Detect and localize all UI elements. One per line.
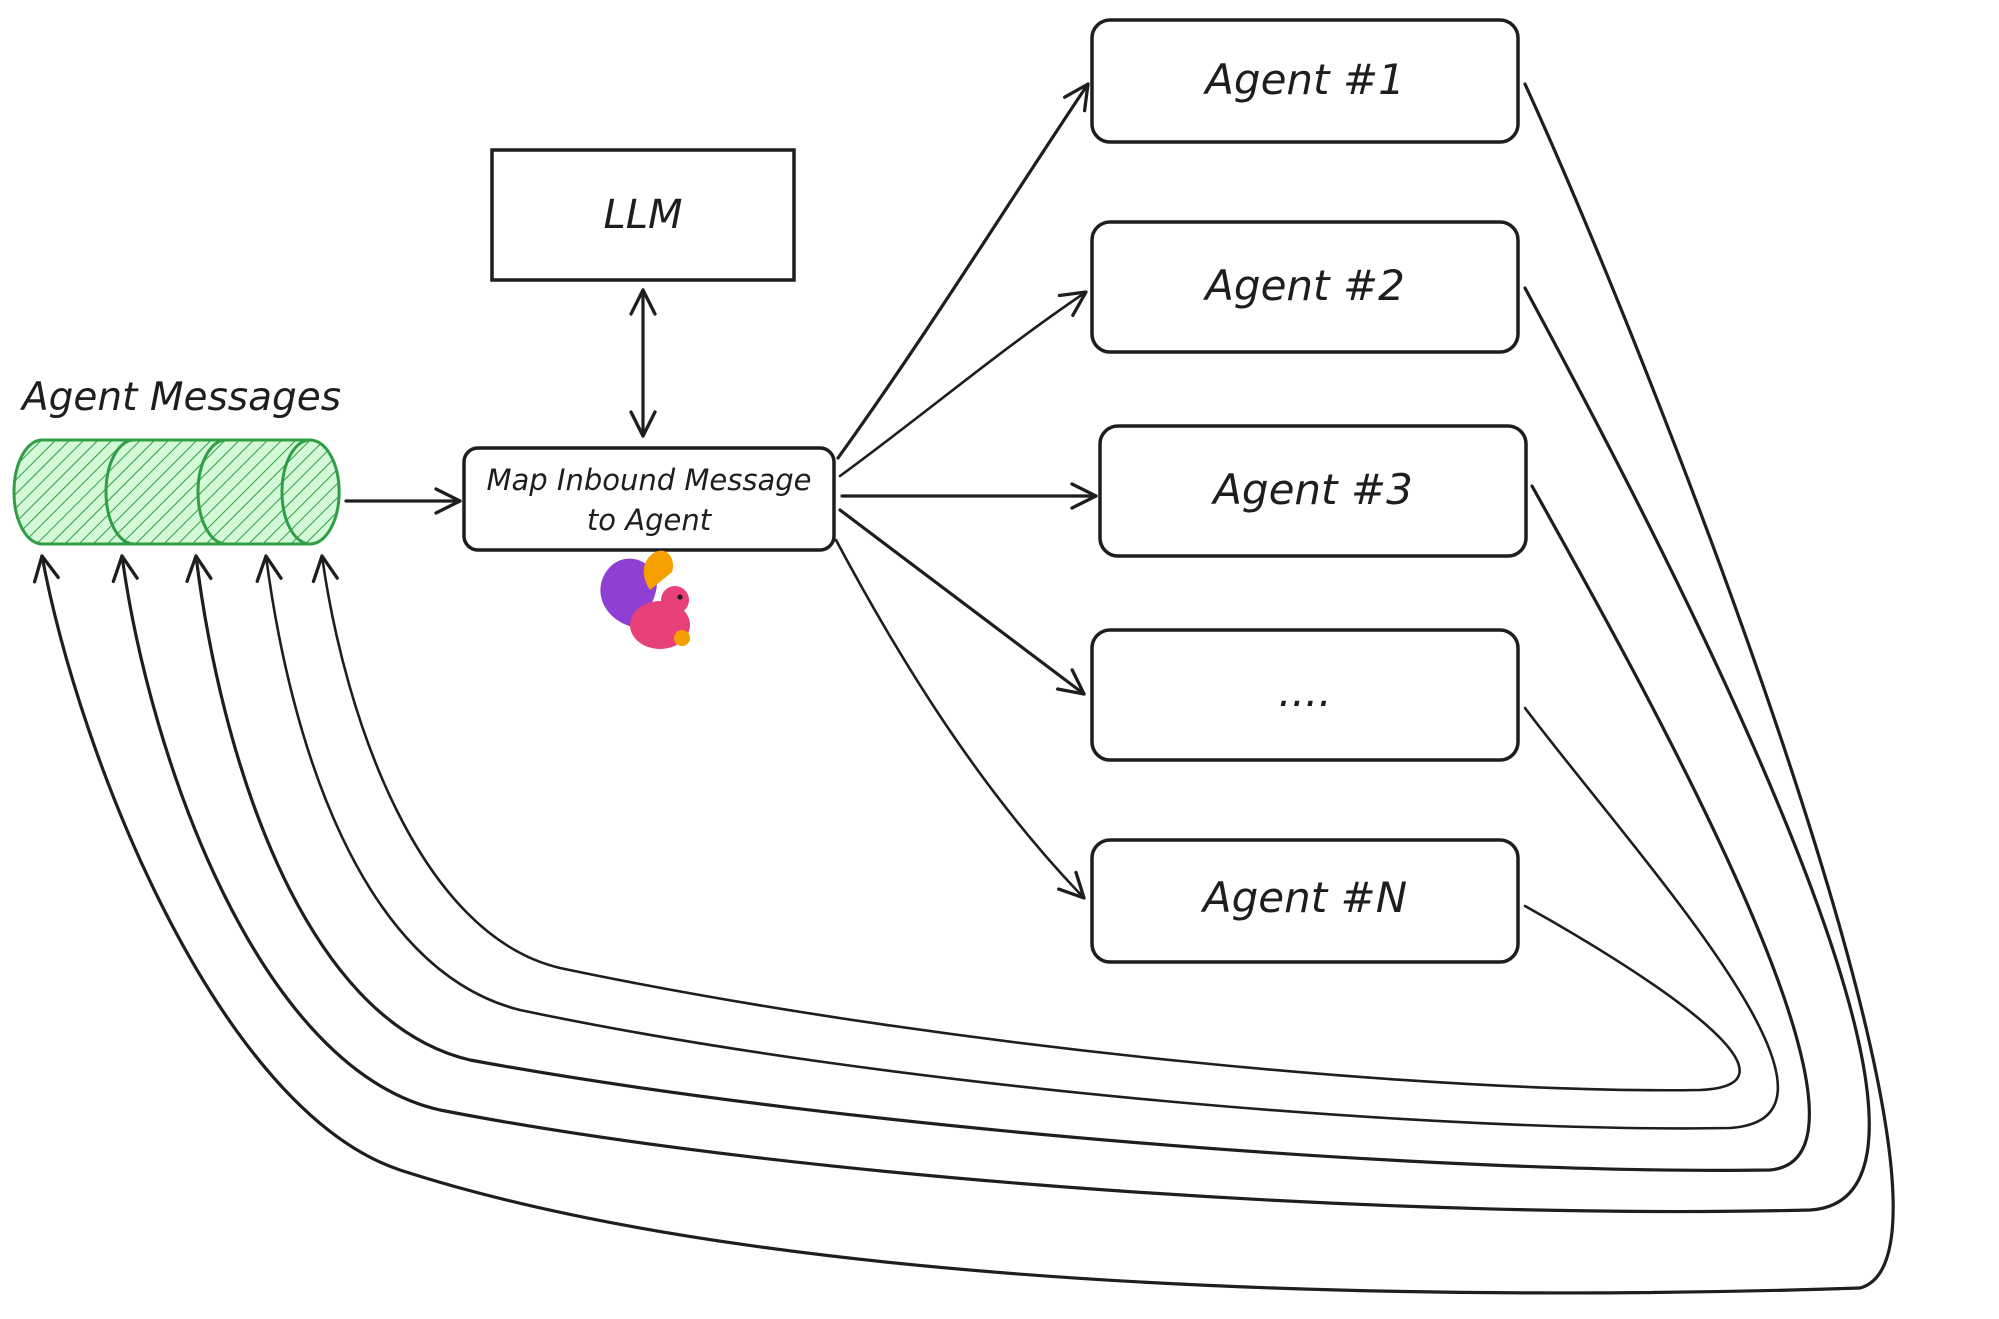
router-label-line1: Map Inbound Message — [487, 463, 812, 497]
edge-agent-3-return — [185, 484, 1811, 1172]
agent-node-ellipsis: .... — [1090, 628, 1520, 762]
agent-node-n: Agent #N — [1090, 838, 1520, 964]
edge-agent-2-return — [111, 286, 1871, 1214]
router-label-line2: to Agent — [587, 503, 713, 537]
agent-label-1: Agent #1 — [1202, 55, 1405, 104]
message-queue — [12, 438, 341, 546]
edge-router-to-agent-n — [834, 538, 1086, 900]
edge-ellipsis-return — [255, 554, 1780, 1130]
agent-node-2: Agent #2 — [1090, 220, 1520, 354]
agent-label-n: Agent #N — [1200, 873, 1407, 922]
squirrel-logo-icon — [600, 550, 690, 649]
edge-router-to-ellipsis — [838, 508, 1086, 696]
edge-agent-1-return — [32, 82, 1895, 1295]
agent-node-1: Agent #1 — [1090, 18, 1520, 144]
llm-node: LLM — [490, 148, 796, 282]
edge-router-to-agent-1 — [836, 82, 1090, 460]
agent-label-2: Agent #2 — [1202, 261, 1405, 310]
agent-label-ellipsis: .... — [1278, 667, 1331, 716]
agent-node-3: Agent #3 — [1098, 424, 1528, 558]
queue-title: Agent Messages — [19, 375, 341, 420]
router-node: Map Inbound Message to Agent — [462, 446, 836, 552]
agent-label-3: Agent #3 — [1210, 465, 1413, 514]
llm-label: LLM — [603, 192, 682, 238]
edge-agent-n-return — [311, 554, 1741, 1092]
edge-router-to-agent-2 — [838, 290, 1088, 478]
